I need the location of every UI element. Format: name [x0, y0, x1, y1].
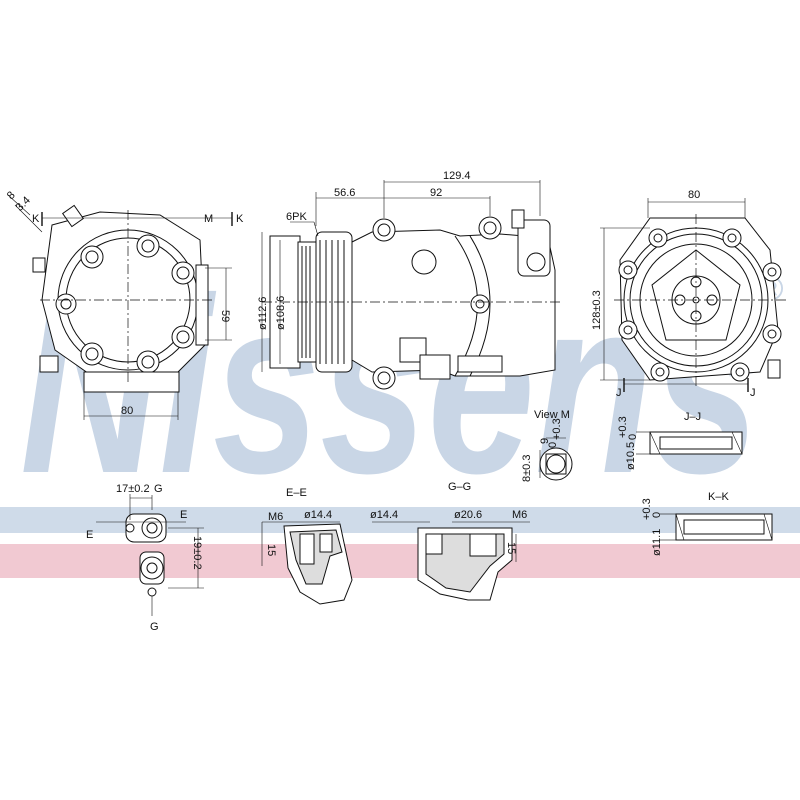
view-m-title: View M [534, 409, 570, 421]
section-gg-dia-20: ø20.6 [454, 509, 482, 521]
watermark-stripe-pink [0, 544, 800, 578]
section-jj-title: J–J [684, 411, 701, 423]
view-m-tol-lower: 0 [547, 442, 559, 448]
view-m-dim-8: 8±0.3 [521, 455, 533, 482]
dim-height-59: 59 [219, 310, 231, 322]
side-view-left [7, 194, 233, 420]
section-gg-dim-15: 15 [505, 542, 517, 554]
dim-angle-8: 8 [5, 189, 18, 202]
main-view [261, 180, 562, 390]
section-label-e-right: E [180, 509, 187, 521]
dim-width-80-right: 80 [688, 189, 700, 201]
section-jj-tol-lower: 0 [627, 434, 639, 440]
section-jj-tol-upper: +0.3 [617, 416, 629, 438]
dim-height-128: 128±0.3 [591, 290, 603, 330]
section-ee-dia: ø14.4 [304, 509, 332, 521]
section-kk-tol-upper: +0.3 [641, 498, 653, 520]
section-kk [660, 513, 773, 541]
section-label-g-bottom: G [150, 621, 159, 633]
section-label-e-left: E [86, 529, 93, 541]
section-kk-dia: ø11.1 [651, 529, 663, 556]
dim-dia-112.6: ø112.6 [257, 297, 269, 330]
section-label-j-right: J [750, 387, 756, 399]
section-label-k-right: K [236, 213, 244, 225]
view-m-tol-upper: +0.3 [551, 418, 563, 440]
section-ee-dim-15: 15 [265, 544, 277, 556]
port-detail [96, 494, 204, 616]
view-m-dim-9: 9 [539, 438, 551, 444]
side-view-right [600, 198, 788, 392]
dim-129.4: 129.4 [443, 170, 471, 182]
port-dim-19: 19±0.2 [191, 536, 203, 570]
view-m-detail [539, 437, 573, 481]
port-dim-17: 17±0.2 [116, 483, 150, 495]
section-kk-tol-lower: 0 [651, 512, 663, 518]
dim-width-80-left: 80 [121, 405, 133, 417]
section-label-k-left: K [32, 213, 40, 225]
section-kk-title: K–K [708, 491, 729, 503]
dim-dia-108.6: ø108.6 [275, 296, 287, 330]
section-jj-dim: ø10.5 [625, 442, 637, 470]
dim-56.6: 56.6 [334, 187, 355, 199]
section-gg-title: G–G [448, 481, 471, 493]
section-ee-thread: M6 [268, 511, 283, 523]
section-gg-thread: M6 [512, 509, 527, 521]
section-gg [372, 521, 530, 601]
dim-92: 92 [430, 187, 442, 199]
section-label-m: M [204, 213, 213, 225]
section-label-j-left: J [616, 387, 622, 399]
belt-type-6pk: 6PK [286, 211, 307, 223]
section-gg-dia-14: ø14.4 [370, 509, 398, 521]
section-ee [261, 521, 353, 605]
section-jj [636, 431, 743, 455]
section-ee-title: E–E [286, 487, 307, 499]
section-label-g-top: G [154, 483, 163, 495]
